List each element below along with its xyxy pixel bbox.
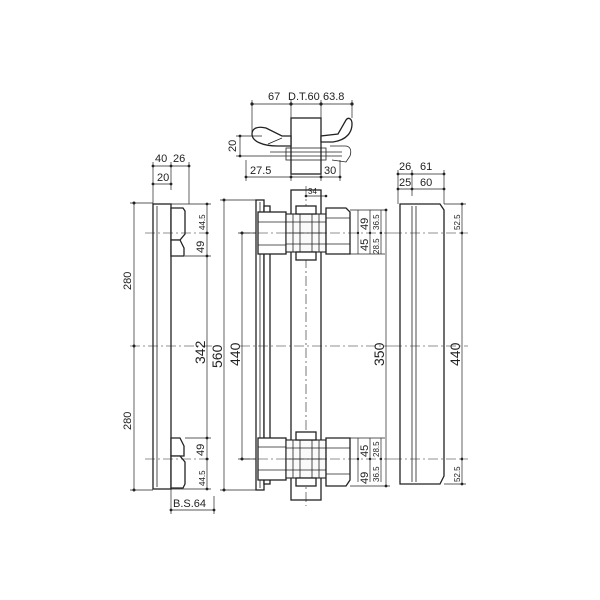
plan-dim-20: 20 <box>227 140 239 152</box>
front-view: 560 440 <box>209 186 392 506</box>
plan-left-grip <box>251 126 292 147</box>
front-dim-45-top: 45 <box>359 239 371 251</box>
side-view: 40 26 20 280 280 44.5 49 <box>122 153 216 514</box>
side-dim-342: 342 <box>192 340 208 364</box>
back-dim-60: 60 <box>420 177 432 189</box>
side-dim-49-top: 49 <box>195 241 207 253</box>
plan-left-grip-edge <box>267 137 283 145</box>
front-upper-right-grip <box>325 207 351 255</box>
plan-view: 67 D.T.60 63.8 20 27.5 30 <box>227 91 354 181</box>
side-dim-40: 40 <box>155 153 167 165</box>
front-dim-440: 440 <box>227 342 243 366</box>
front-dim-49-bottom: 49 <box>359 472 371 484</box>
side-dim-49-bottom: 49 <box>195 444 207 456</box>
side-dim-26: 26 <box>173 153 185 165</box>
front-dim-28-5-bottom: 28.5 <box>372 441 381 457</box>
plan-dim-30: 30 <box>324 165 336 177</box>
plan-dim-dt60: D.T.60 <box>288 91 320 103</box>
side-lower-foot <box>170 437 185 457</box>
front-dim-49-top: 49 <box>359 218 371 230</box>
front-dim-350: 350 <box>371 342 387 366</box>
front-dim-36-5-top: 36.5 <box>372 214 381 230</box>
front-lower-right-grip <box>325 437 351 487</box>
side-upper-foot <box>170 239 185 257</box>
plan-right-grip <box>320 117 353 143</box>
front-dim-34: 34 <box>308 187 317 196</box>
front-upper-bolts <box>285 205 327 261</box>
plan-door-slab <box>290 117 322 175</box>
front-dim-560: 560 <box>209 344 225 368</box>
plan-right-grip-lower <box>330 145 352 163</box>
side-upper-post <box>170 207 186 241</box>
plan-dim-27-5: 27.5 <box>250 165 271 177</box>
plan-dim-63-8: 63.8 <box>323 91 344 103</box>
back-dim-52-5-bottom: 52.5 <box>453 466 462 482</box>
side-dim-44-5-bottom: 44.5 <box>198 470 207 486</box>
back-dim-61: 61 <box>420 161 432 173</box>
back-dim-440: 440 <box>447 342 463 366</box>
front-grip-inner <box>263 205 271 485</box>
side-dim-280-bottom: 280 <box>122 412 134 430</box>
back-view: 26 61 25 60 52.5 440 52.5 <box>392 161 468 486</box>
side-dim-bs64: B.S.64 <box>173 498 206 510</box>
back-dim-52-5-top: 52.5 <box>453 214 462 230</box>
plan-dim-67: 67 <box>268 91 280 103</box>
side-dim-44-5-top: 44.5 <box>198 214 207 230</box>
side-dim-280-top: 280 <box>122 272 134 290</box>
back-dim-25: 25 <box>399 177 411 189</box>
side-bar-body <box>152 203 172 490</box>
back-bar-body <box>399 203 445 485</box>
front-dim-36-5-bottom: 36.5 <box>372 466 381 482</box>
front-dim-45-bottom: 45 <box>359 445 371 457</box>
back-dim-26: 26 <box>399 161 411 173</box>
plan-fixing-block <box>285 147 327 161</box>
front-dim-28-5-top: 28.5 <box>372 238 381 254</box>
side-lower-post <box>170 455 186 489</box>
side-dim-20: 20 <box>157 172 169 184</box>
